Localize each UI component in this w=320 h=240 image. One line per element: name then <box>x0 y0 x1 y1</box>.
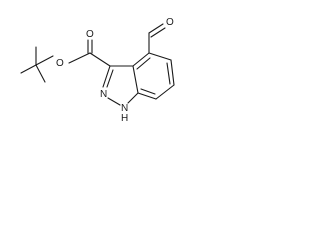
atom-label-ester-carbonyl-o: O <box>86 29 94 40</box>
bond-c4-c5 <box>148 52 172 61</box>
bond-c3a-c7a <box>132 65 139 94</box>
bond-o-to-carbonyl-c <box>68 52 91 64</box>
bond-c5-c6-inner <box>166 62 171 85</box>
bond-tbu-methyl-left <box>20 64 37 74</box>
bond-c3-n2 <box>102 65 111 88</box>
bond-c7-c7a-inner <box>140 88 156 95</box>
atom-label-n1-h: H <box>121 113 128 124</box>
atom-label-n2: N <box>100 89 107 100</box>
bond-c3a-c4-inner <box>136 57 151 70</box>
chemical-structure: O O O N N H <box>20 17 175 124</box>
bond-n2-n1 <box>107 97 121 106</box>
bond-carbonyl-c-to-c3 <box>89 52 111 67</box>
bond-n1-c7a <box>127 92 139 104</box>
atom-label-aldehyde-o: O <box>166 17 174 28</box>
atom-label-ester-link-o: O <box>56 58 64 69</box>
tert-butyl-group <box>20 46 54 83</box>
aldehyde-group <box>148 23 166 54</box>
bond-tbu-to-o <box>35 55 54 66</box>
bond-cho-o-double-2 <box>150 27 166 38</box>
bond-c6-c7 <box>155 84 175 100</box>
ester-group <box>68 39 111 67</box>
bond-c3-n2-inner <box>106 69 114 88</box>
bond-c5-c6 <box>170 59 175 86</box>
bond-cho-o-double-1 <box>148 23 164 34</box>
benzene-ring <box>132 52 175 100</box>
atom-label-n1: N <box>121 103 128 114</box>
bond-tbu-methyl-bottom <box>35 64 46 83</box>
pyrazole-ring <box>102 65 139 106</box>
bond-c7-c7a <box>137 92 157 100</box>
bond-c3a-c4 <box>132 52 150 67</box>
